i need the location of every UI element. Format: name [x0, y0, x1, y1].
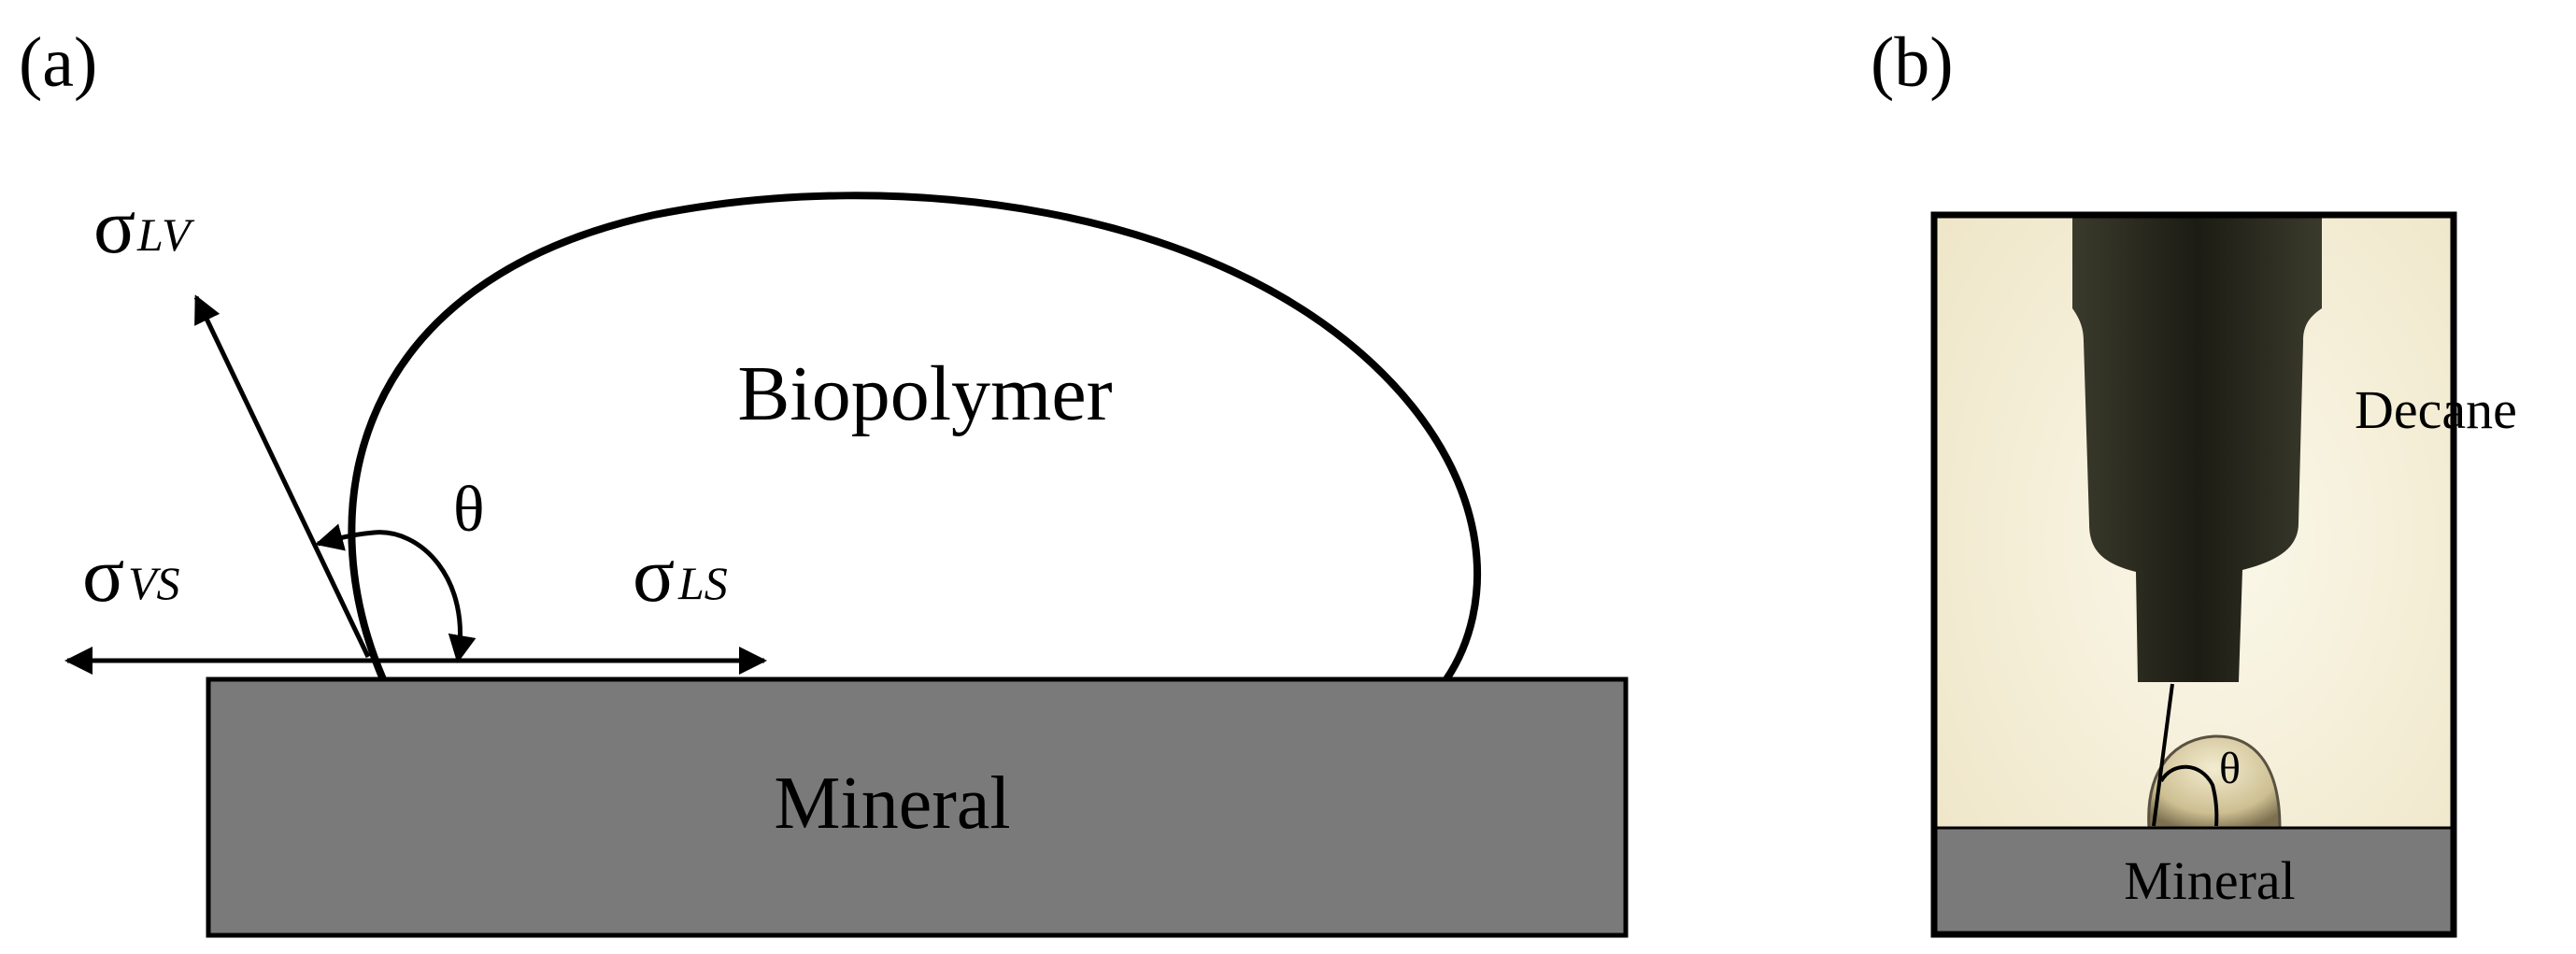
droplet-image	[2147, 734, 2282, 830]
svg-text:σ: σ	[633, 532, 675, 619]
svg-text:σ: σ	[93, 183, 135, 270]
mineral-label: Mineral	[774, 762, 1010, 845]
contact-angle-arc-b	[2159, 764, 2219, 827]
syringe-needle	[2072, 217, 2322, 682]
mineral-substrate-b	[1934, 828, 2454, 934]
svg-text:σ: σ	[82, 532, 124, 619]
sigma-lv-arrow	[193, 294, 371, 659]
theta-label-b: θ	[2219, 744, 2241, 793]
decane-label: Decane	[2355, 379, 2517, 440]
svg-text:VS: VS	[128, 557, 180, 609]
contact-angle-arc	[315, 523, 477, 663]
svg-text:LS: LS	[677, 557, 728, 609]
biopolymer-droplet	[348, 192, 1482, 682]
panel-b: (b) θ Mineral Decane	[1871, 23, 2517, 938]
panel-b-label: (b)	[1871, 23, 1954, 102]
theta-label: θ	[453, 474, 485, 546]
photo-frame	[1930, 211, 2457, 938]
biopolymer-label: Biopolymer	[737, 350, 1112, 437]
sigma-ls-label: σ LS	[633, 532, 728, 619]
mineral-label-b: Mineral	[2124, 850, 2296, 911]
svg-text:LV: LV	[136, 208, 195, 261]
panel-a: (a) Mineral Biopolymer σ LV σ VS σ LS θ	[19, 23, 1629, 938]
sigma-lv-label: σ LV	[93, 183, 195, 270]
tangent-line	[2152, 683, 2174, 827]
sigma-vs-label: σ VS	[82, 532, 180, 619]
panel-a-label: (a)	[19, 23, 97, 102]
mineral-substrate	[206, 676, 1629, 938]
